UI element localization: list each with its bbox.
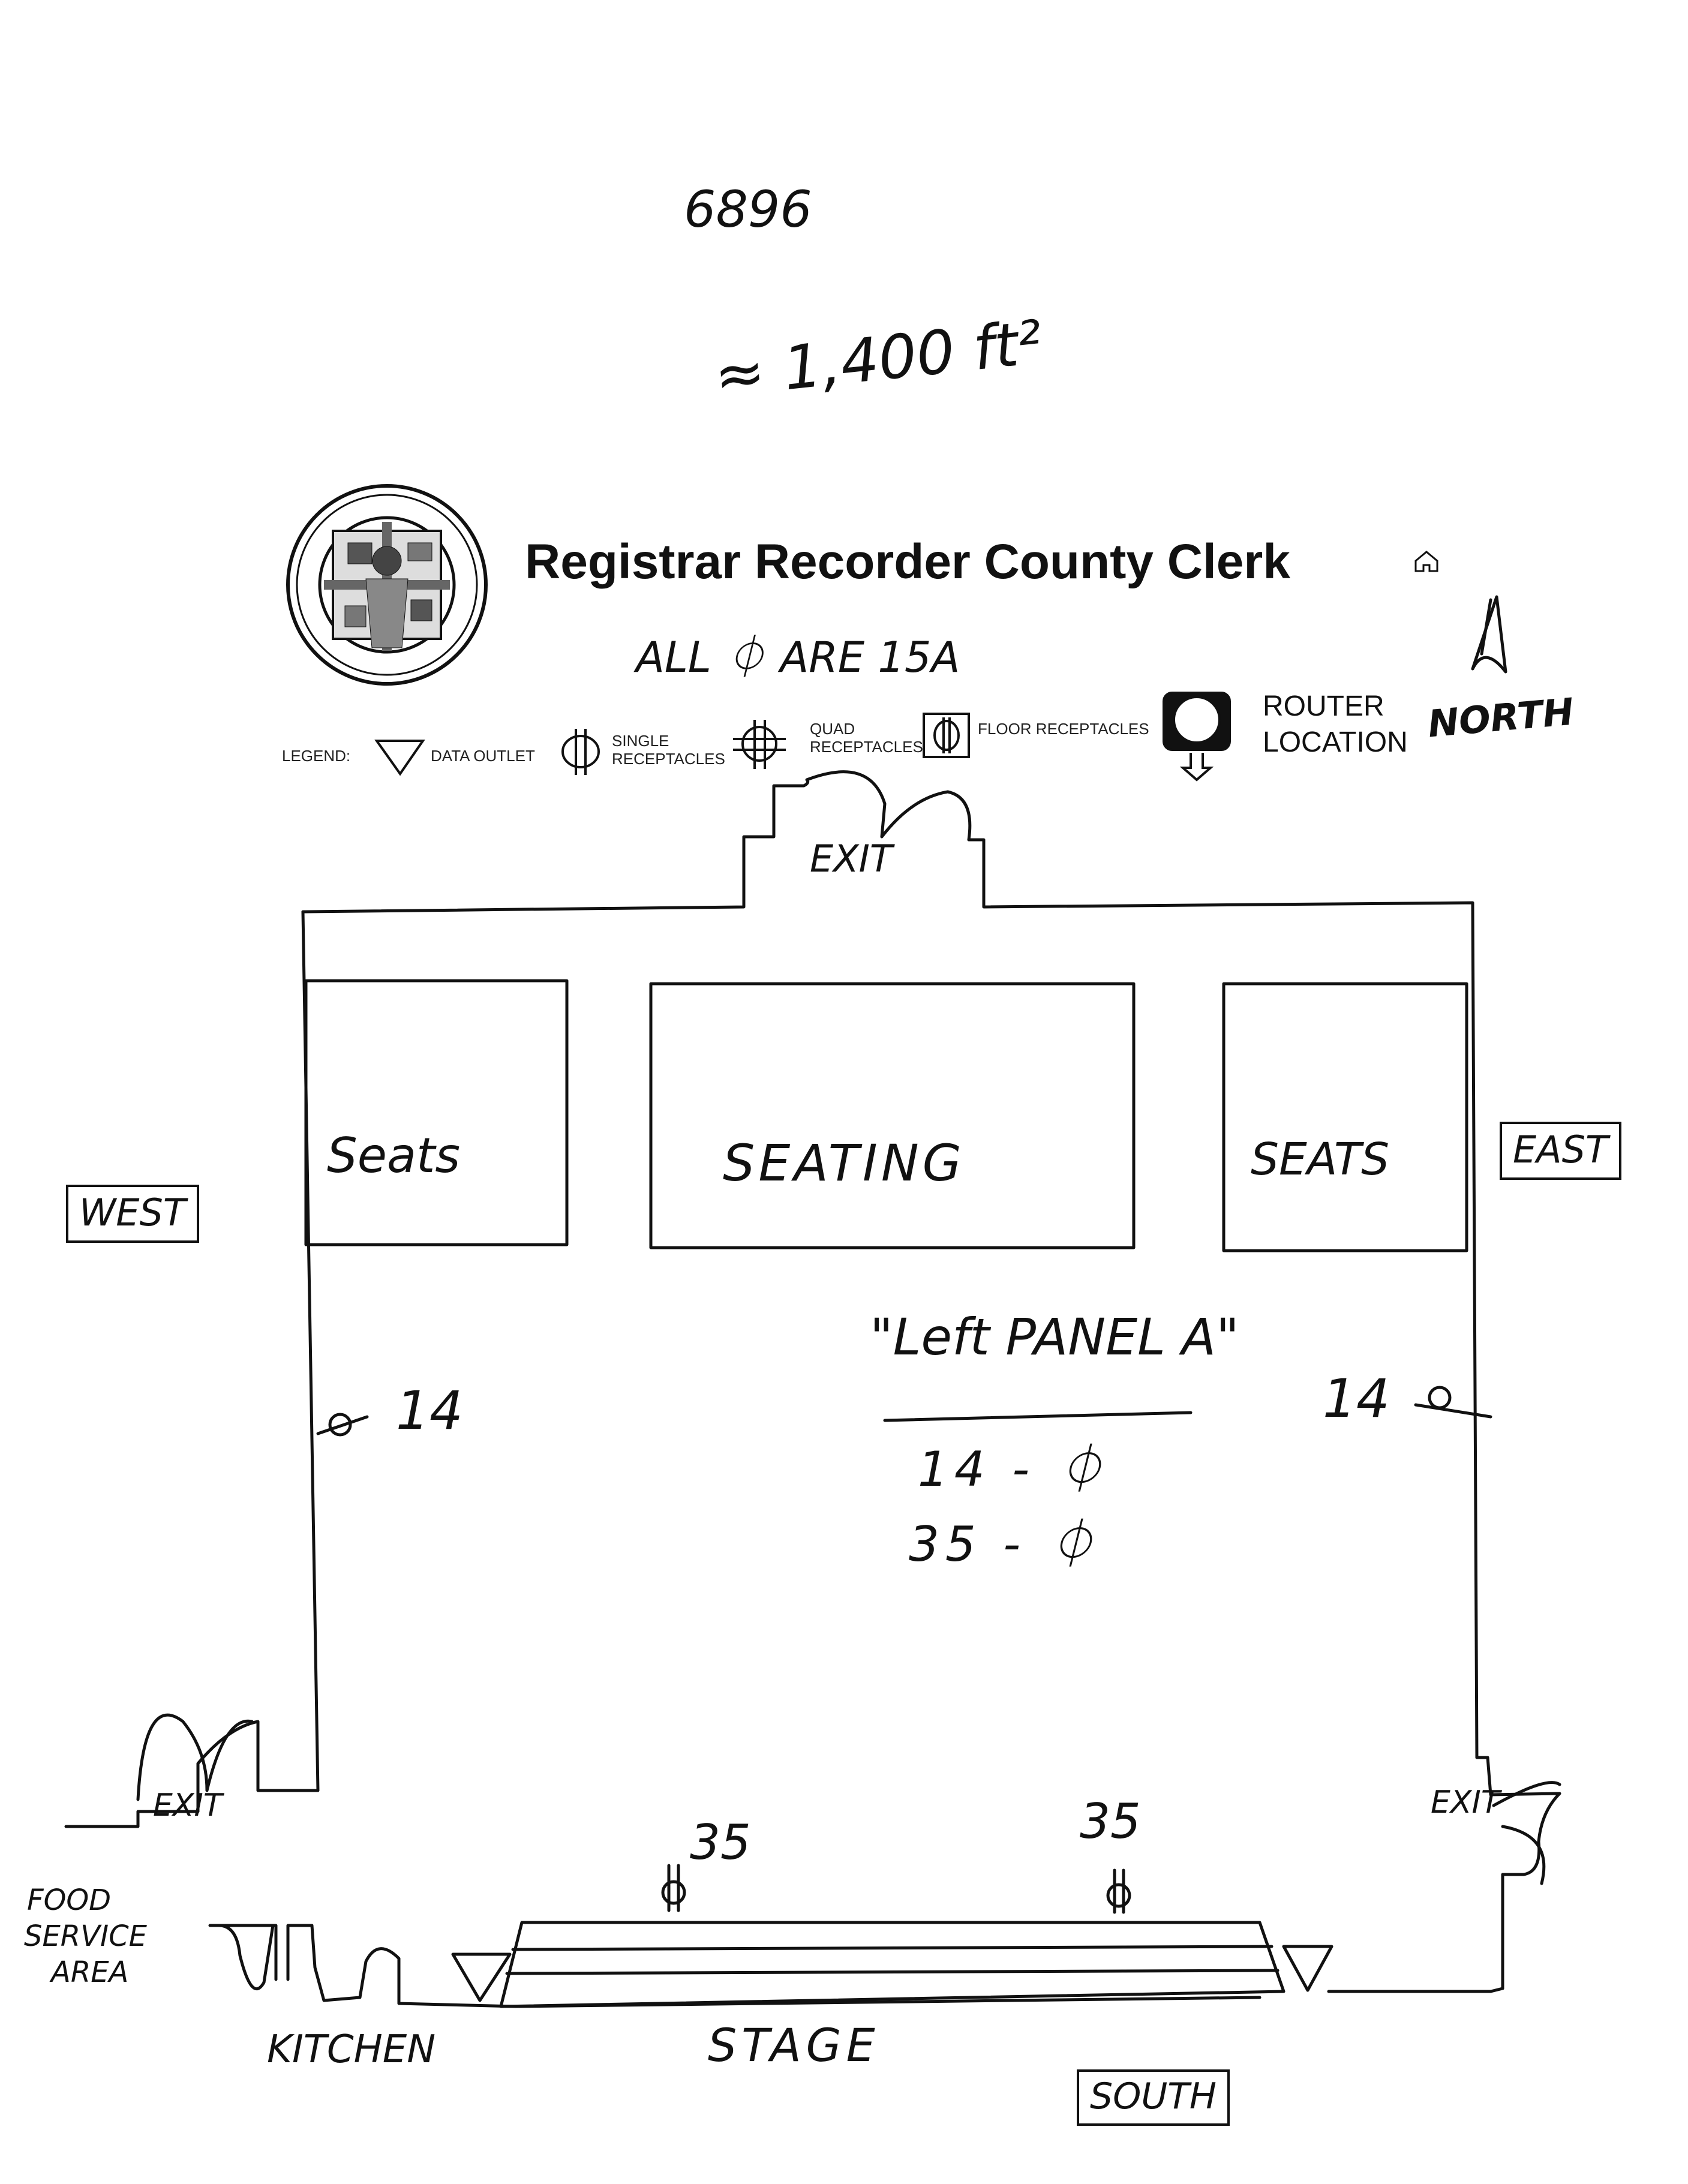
exit-right-label: EXIT	[1431, 1785, 1500, 1820]
stage-label: STAGE	[708, 2018, 880, 2072]
agency-title: Registrar Recorder County Clerk	[525, 534, 1290, 589]
exit-left-door	[136, 1713, 254, 1801]
seats-left-block	[304, 979, 569, 1246]
stage-receptacle-left-icon	[661, 1864, 686, 1912]
home-icon	[1414, 551, 1438, 572]
west-label: WEST	[66, 1185, 199, 1243]
legend-data-outlet-icon	[374, 740, 425, 776]
amp-note: ALL ⏀ ARE 15A	[636, 633, 960, 682]
north-arrow-icon	[1471, 595, 1507, 674]
seats-right-block	[1222, 982, 1468, 1252]
food-service-wall	[208, 1924, 278, 1981]
legend-data-outlet-label: DATA OUTLET	[431, 747, 535, 765]
legend-router-icon	[1163, 692, 1231, 782]
legend-quad-receptacle-icon	[733, 720, 786, 769]
legend-quad-receptacle-label: QUAD RECEPTACLES	[810, 720, 923, 756]
food-service-label-3: AREA	[51, 1955, 129, 1989]
seating-center-block	[649, 982, 1136, 1249]
room-wall-west	[64, 910, 320, 1828]
legend-floor-receptacle-icon	[923, 713, 970, 758]
handwritten-number: 6896	[684, 180, 812, 239]
receptacle-west-label: 14	[396, 1380, 463, 1441]
south-label: SOUTH	[1077, 2069, 1230, 2126]
panel-row-2: 35 - ⏀	[909, 1516, 1102, 1572]
food-service-door	[217, 1924, 275, 1991]
receptacle-east-label: 14	[1323, 1368, 1390, 1429]
panel-underline	[883, 1411, 1193, 1422]
stage-receptacle-left-label: 35	[690, 1815, 751, 1870]
legend-single-receptacle-icon	[561, 729, 600, 775]
stage-platform	[499, 1921, 1285, 2008]
wall-receptacle-west-icon	[316, 1413, 369, 1437]
exit-left-label: EXIT	[153, 1788, 223, 1823]
wall-receptacle-east-icon	[1414, 1386, 1492, 1419]
data-outlet-left-icon	[451, 1952, 512, 2002]
seats-right-label: SEATS	[1251, 1134, 1390, 1185]
router-label-line1: ROUTER	[1263, 690, 1384, 722]
router-label-line2: LOCATION	[1263, 726, 1408, 758]
data-outlet-right-icon	[1282, 1945, 1333, 1992]
room-wall-outline	[301, 770, 1479, 1759]
stage-receptacle-right-label: 35	[1080, 1794, 1141, 1849]
food-service-label-2: SERVICE	[24, 1919, 147, 1953]
stage-step-1	[511, 1945, 1273, 1951]
food-service-label-1: FOOD	[27, 1883, 112, 1917]
exit-top-label: EXIT	[810, 837, 893, 881]
kitchen-label: KITCHEN	[267, 2027, 436, 2072]
seating-center-label: SEATING	[723, 1134, 965, 1192]
county-seal-logo	[286, 484, 488, 686]
legend-single-receptacle-label: SINGLE RECEPTACLES	[612, 732, 725, 768]
room-wall-south	[286, 1924, 1492, 2008]
legend-floor-receptacle-label: FLOOR RECEPTACLES	[978, 720, 1149, 738]
stage-receptacle-right-icon	[1106, 1868, 1131, 1914]
panel-title: "Left PANEL A"	[870, 1308, 1239, 1366]
legend-label: LEGEND:	[282, 747, 351, 765]
room-wall-east	[1475, 1756, 1561, 1993]
exit-right-door	[1492, 1781, 1561, 1885]
panel-row-1: 14 - ⏀	[918, 1441, 1111, 1497]
east-label: EAST	[1500, 1122, 1621, 1180]
stage-step-2	[505, 1969, 1279, 1975]
seats-left-label: Seats	[327, 1128, 461, 1183]
